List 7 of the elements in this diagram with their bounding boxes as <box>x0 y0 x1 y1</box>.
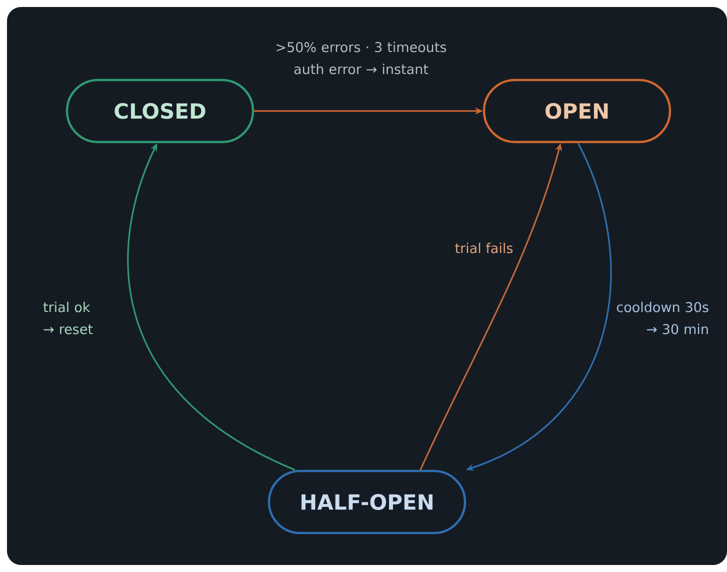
edge-label: trial fails <box>455 242 513 254</box>
state-box: CLOSED <box>66 78 254 144</box>
state-box: HALF-OPEN <box>268 470 466 534</box>
edge-label: trial ok → reset <box>43 302 93 334</box>
edge-label: >50% errors · 3 timeouts auth error → instant <box>276 42 446 74</box>
state-box: OPEN <box>482 78 672 144</box>
edge-label: cooldown 30s → 30 min <box>616 302 708 334</box>
